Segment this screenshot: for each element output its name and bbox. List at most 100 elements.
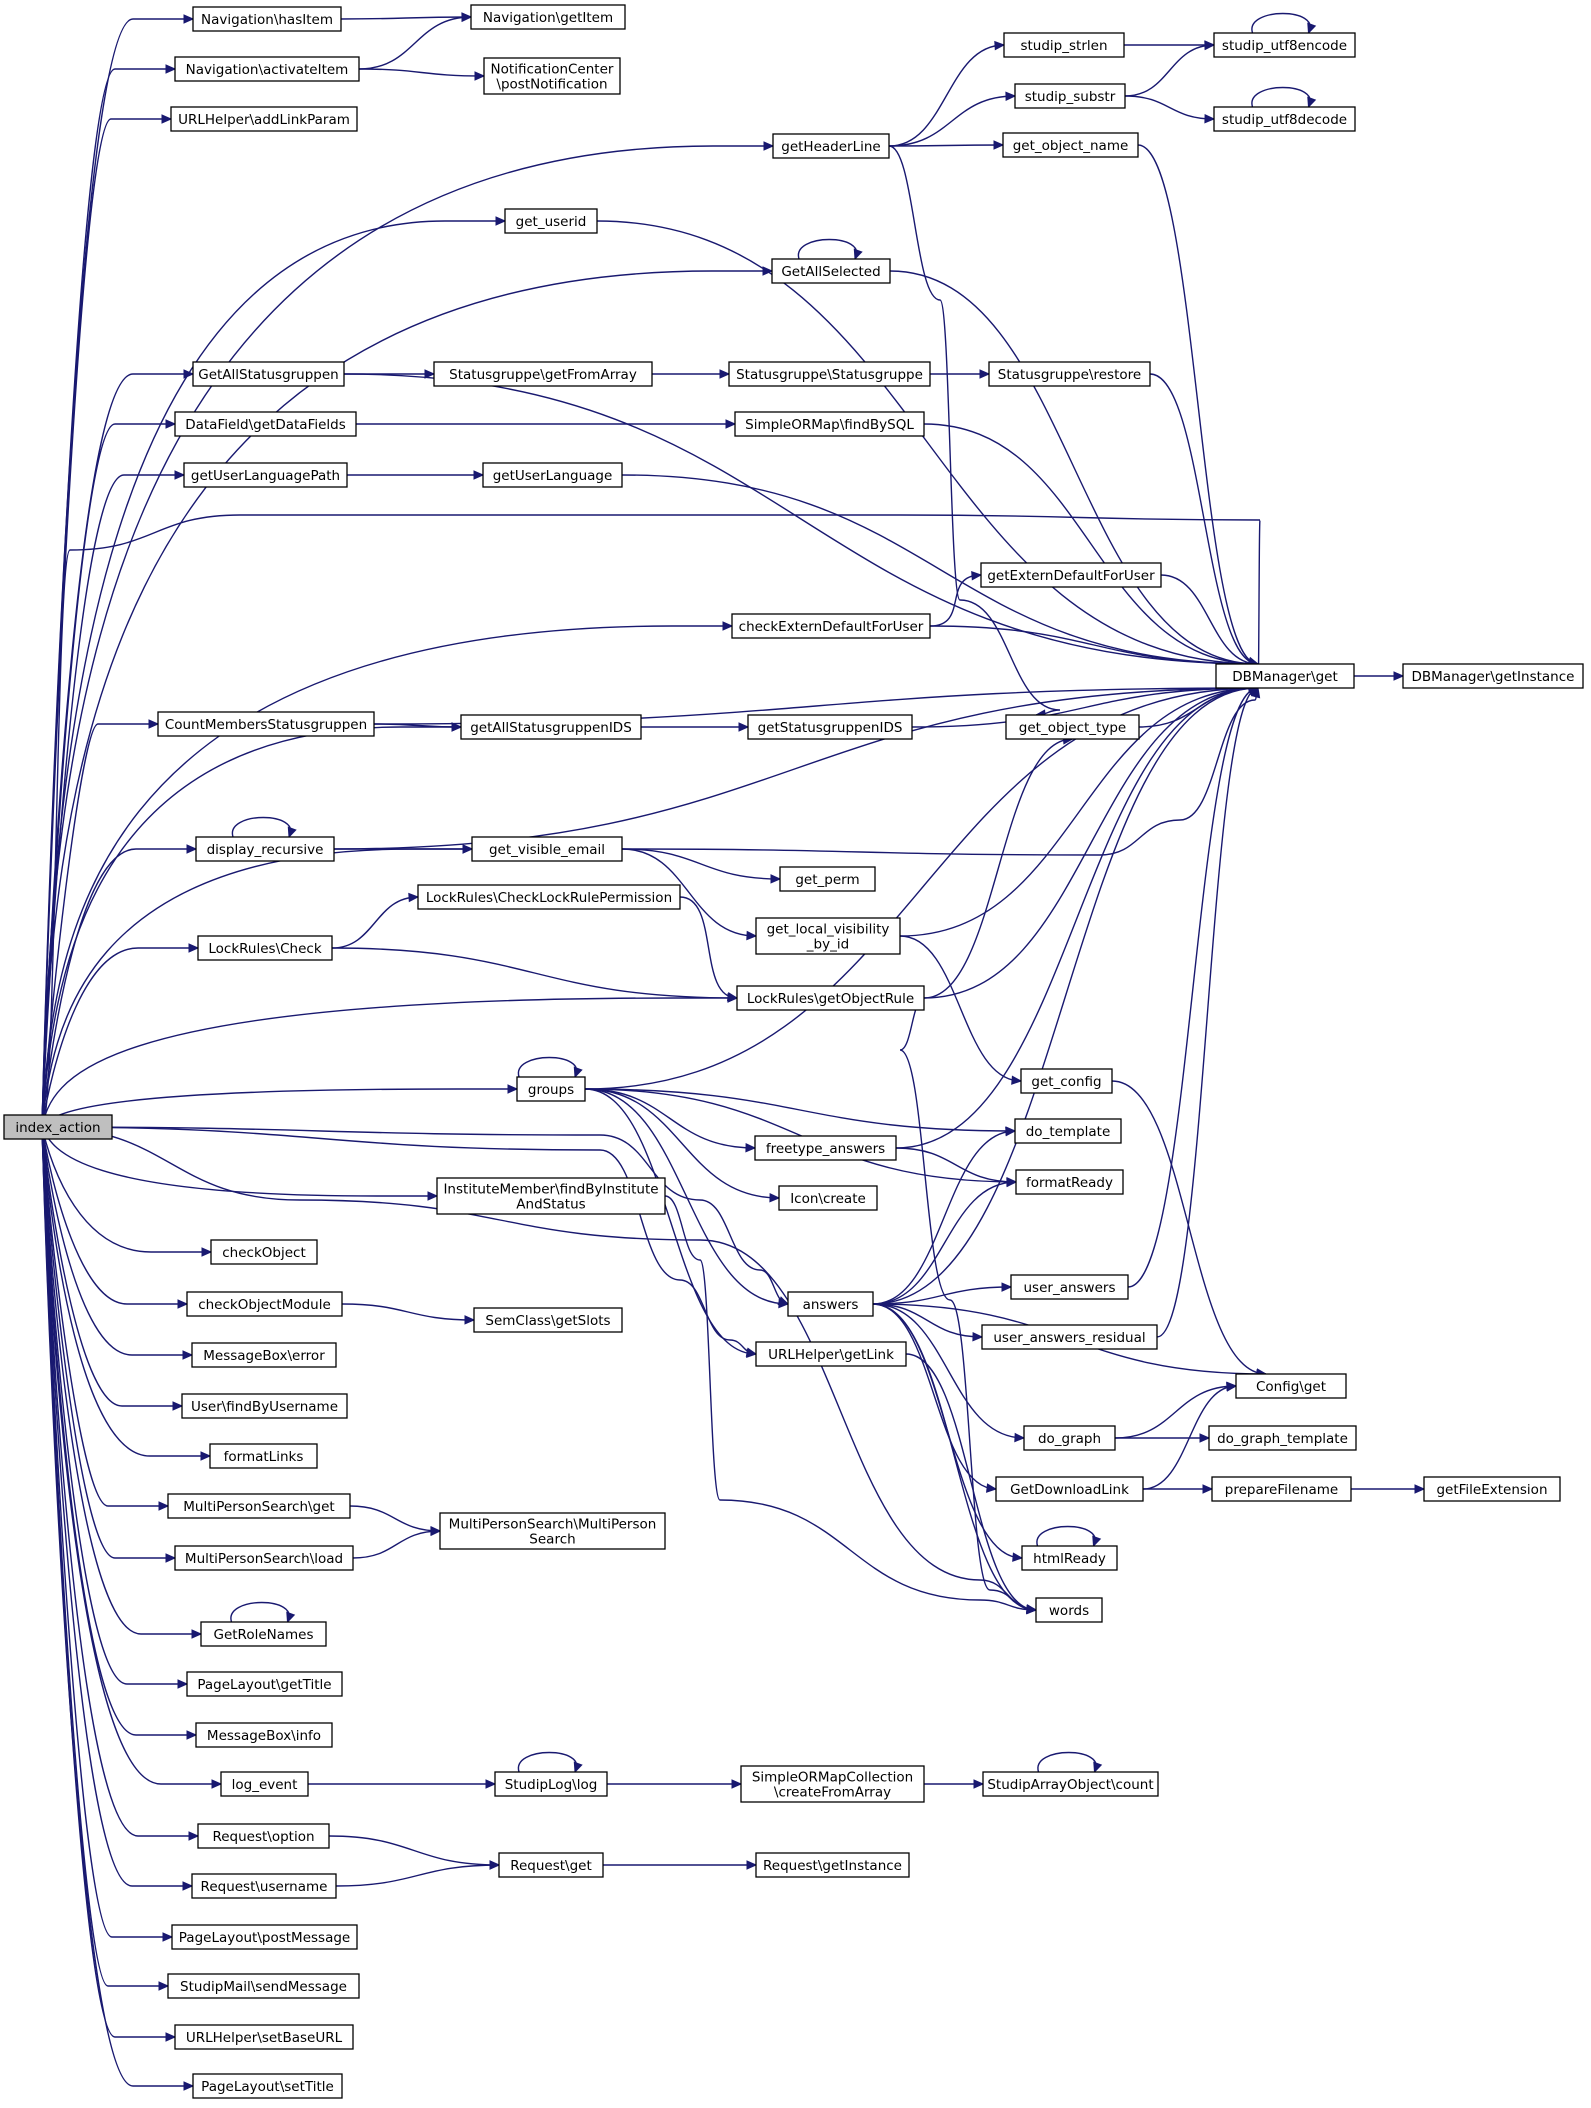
node-get-local-visibility[interactable]: get_local_visibility_by_id [755, 917, 901, 955]
node-mps-mps[interactable]: MultiPersonSearch\MultiPersonSearch [439, 1512, 666, 1550]
node-notif-post[interactable]: NotificationCenter\postNotification [483, 57, 621, 95]
edge-index-action-to-mb-error-arrowhead [182, 1350, 194, 1360]
node-answers[interactable]: answers [787, 1291, 874, 1317]
node-sorm-findBySQL[interactable]: SimpleORMap\findBySQL [734, 411, 925, 437]
node-display-recursive[interactable]: display_recursive [195, 836, 335, 862]
node-req-getInstance[interactable]: Request\getInstance [755, 1852, 910, 1878]
node-url-setBaseURL[interactable]: URLHelper\setBaseURL [174, 2024, 354, 2050]
node-config-get[interactable]: Config\get [1235, 1373, 1347, 1399]
node-getStatusgruppenIDS[interactable]: getStatusgruppenIDS [747, 714, 913, 740]
node-checkObjectModule[interactable]: checkObjectModule [186, 1291, 343, 1317]
node-box [191, 1873, 337, 1899]
node-lr-check[interactable]: LockRules\Check [197, 935, 333, 961]
node-req-get[interactable]: Request\get [498, 1852, 604, 1878]
node-df-getDataFields[interactable]: DataField\getDataFields [174, 411, 357, 437]
node-pl-postMessage[interactable]: PageLayout\postMessage [171, 1924, 358, 1950]
node-studip-utf8encode[interactable]: studip_utf8encode [1213, 32, 1356, 58]
node-get-object-type[interactable]: get_object_type [1005, 714, 1140, 740]
node-formatLinks[interactable]: formatLinks [209, 1443, 318, 1469]
node-getAllSelected[interactable]: GetAllSelected [771, 258, 891, 284]
node-getRoleNames[interactable]: GetRoleNames [200, 1621, 327, 1647]
node-get-userid[interactable]: get_userid [504, 208, 598, 234]
node-getAllStatusgruppenIDS[interactable]: getAllStatusgruppenIDS [460, 714, 642, 740]
node-prepareFilename[interactable]: prepareFilename [1211, 1476, 1352, 1502]
node-getUserLanguage[interactable]: getUserLanguage [482, 462, 623, 488]
node-label: StudipArrayObject\count [987, 1777, 1153, 1793]
node-db-getInstance[interactable]: DBManager\getInstance [1402, 663, 1584, 689]
node-mps-load[interactable]: MultiPersonSearch\load [174, 1545, 354, 1571]
node-getDownloadLink[interactable]: GetDownloadLink [995, 1476, 1144, 1502]
node-label: Request\getInstance [763, 1858, 902, 1874]
node-studip-strlen[interactable]: studip_strlen [1003, 32, 1125, 58]
node-sg-getFromArray[interactable]: Statusgruppe\getFromArray [433, 361, 653, 387]
node-label: PageLayout\setTitle [201, 2079, 334, 2095]
node-lr-checkLockRulePermission[interactable]: LockRules\CheckLockRulePermission [417, 884, 681, 910]
node-getFileExtension[interactable]: getFileExtension [1423, 1476, 1561, 1502]
node-lr-getObjectRule[interactable]: LockRules\getObjectRule [736, 985, 925, 1011]
node-user-find[interactable]: User\findByUsername [181, 1393, 348, 1419]
node-sg-statusgruppe[interactable]: Statusgruppe\Statusgruppe [728, 361, 931, 387]
edge-user-answers-to-db-get [1127, 687, 1259, 1288]
node-mps-get[interactable]: MultiPersonSearch\get [167, 1493, 351, 1519]
node-words[interactable]: words [1035, 1597, 1103, 1623]
node-formatReady[interactable]: formatReady [1015, 1169, 1124, 1195]
node-label: Statusgruppe\Statusgruppe [736, 367, 923, 383]
node-sao-count[interactable]: StudipArrayObject\count [982, 1771, 1159, 1797]
node-do-template[interactable]: do_template [1014, 1118, 1122, 1144]
node-do-graph-template[interactable]: do_graph_template [1208, 1425, 1357, 1451]
node-icon-create[interactable]: Icon\create [778, 1185, 878, 1211]
node-getHeaderLine[interactable]: getHeaderLine [772, 133, 890, 159]
node-label: LockRules\Check [208, 941, 321, 957]
node-log-event[interactable]: log_event [220, 1771, 309, 1797]
node-checkObject[interactable]: checkObject [210, 1239, 318, 1265]
node-url-getLink[interactable]: URLHelper\getLink [755, 1341, 907, 1367]
node-get-config[interactable]: get_config [1020, 1068, 1113, 1094]
node-index-action[interactable]: index_action [3, 1114, 113, 1140]
node-box [1003, 32, 1125, 58]
node-nav-activateItem[interactable]: Navigation\activateItem [174, 56, 360, 82]
node-label: MultiPersonSearch\load [185, 1551, 343, 1567]
node-getExternDefaultForUser[interactable]: getExternDefaultForUser [980, 562, 1162, 588]
node-studiplog-log[interactable]: StudipLog\log [494, 1771, 608, 1797]
node-url-addLinkParam[interactable]: URLHelper\addLinkParam [170, 106, 358, 132]
node-label: Config\get [1256, 1379, 1326, 1395]
node-req-username[interactable]: Request\username [191, 1873, 337, 1899]
node-getUserLanguagePath[interactable]: getUserLanguagePath [183, 462, 348, 488]
node-freetype-answers[interactable]: freetype_answers [754, 1135, 897, 1161]
node-groups[interactable]: groups [516, 1076, 586, 1102]
node-user-answers[interactable]: user_answers [1010, 1274, 1129, 1300]
node-studip-substr[interactable]: studip_substr [1014, 83, 1126, 109]
node-mail-send[interactable]: StudipMail\sendMessage [167, 1973, 360, 1999]
node-get-perm[interactable]: get_perm [779, 866, 876, 892]
node-get-visible-email[interactable]: get_visible_email [471, 836, 623, 862]
node-sem-getSlots[interactable]: SemClass\getSlots [473, 1307, 623, 1333]
node-sormc-create[interactable]: SimpleORMapCollection\createFromArray [740, 1765, 925, 1803]
node-mb-info[interactable]: MessageBox\info [195, 1722, 333, 1748]
node-db-get[interactable]: DBManager\get [1215, 663, 1355, 689]
node-label: getStatusgruppenIDS [758, 720, 903, 736]
node-pl-setTitle[interactable]: PageLayout\setTitle [192, 2073, 343, 2099]
node-nav-getItem[interactable]: Navigation\getItem [470, 4, 626, 30]
node-do-graph[interactable]: do_graph [1023, 1425, 1116, 1451]
node-user-answers-residual[interactable]: user_answers_residual [981, 1324, 1158, 1350]
node-studip-utf8decode[interactable]: studip_utf8decode [1213, 106, 1356, 132]
node-label: URLHelper\addLinkParam [178, 112, 350, 128]
node-countMembersStatusgruppen[interactable]: CountMembersStatusgruppen [157, 711, 375, 737]
node-get-object-name[interactable]: get_object_name [1002, 132, 1139, 158]
node-box [787, 1291, 874, 1317]
node-label: \createFromArray [774, 1785, 891, 1801]
node-mb-error[interactable]: MessageBox\error [191, 1342, 337, 1368]
edge-get-visible-email-to-get-local-visibility-arrowhead [746, 930, 758, 941]
edge-freetype-answers-to-db-get [895, 687, 1259, 1149]
node-nav-hasItem[interactable]: Navigation\hasItem [192, 6, 342, 32]
node-getAllStatusgruppen[interactable]: GetAllStatusgruppen [192, 361, 345, 387]
node-req-option[interactable]: Request\option [197, 1823, 330, 1849]
node-sg-restore[interactable]: Statusgruppe\restore [988, 361, 1151, 387]
node-checkExternDefaultForUser[interactable]: checkExternDefaultForUser [731, 613, 931, 639]
node-box [209, 1443, 318, 1469]
node-htmlReady[interactable]: htmlReady [1021, 1545, 1118, 1571]
edge-mps-get-to-mps-mps [349, 1505, 441, 1532]
edge-index-action-to-getRoleNames [41, 1126, 201, 1635]
node-pl-getTitle[interactable]: PageLayout\getTitle [186, 1671, 343, 1697]
